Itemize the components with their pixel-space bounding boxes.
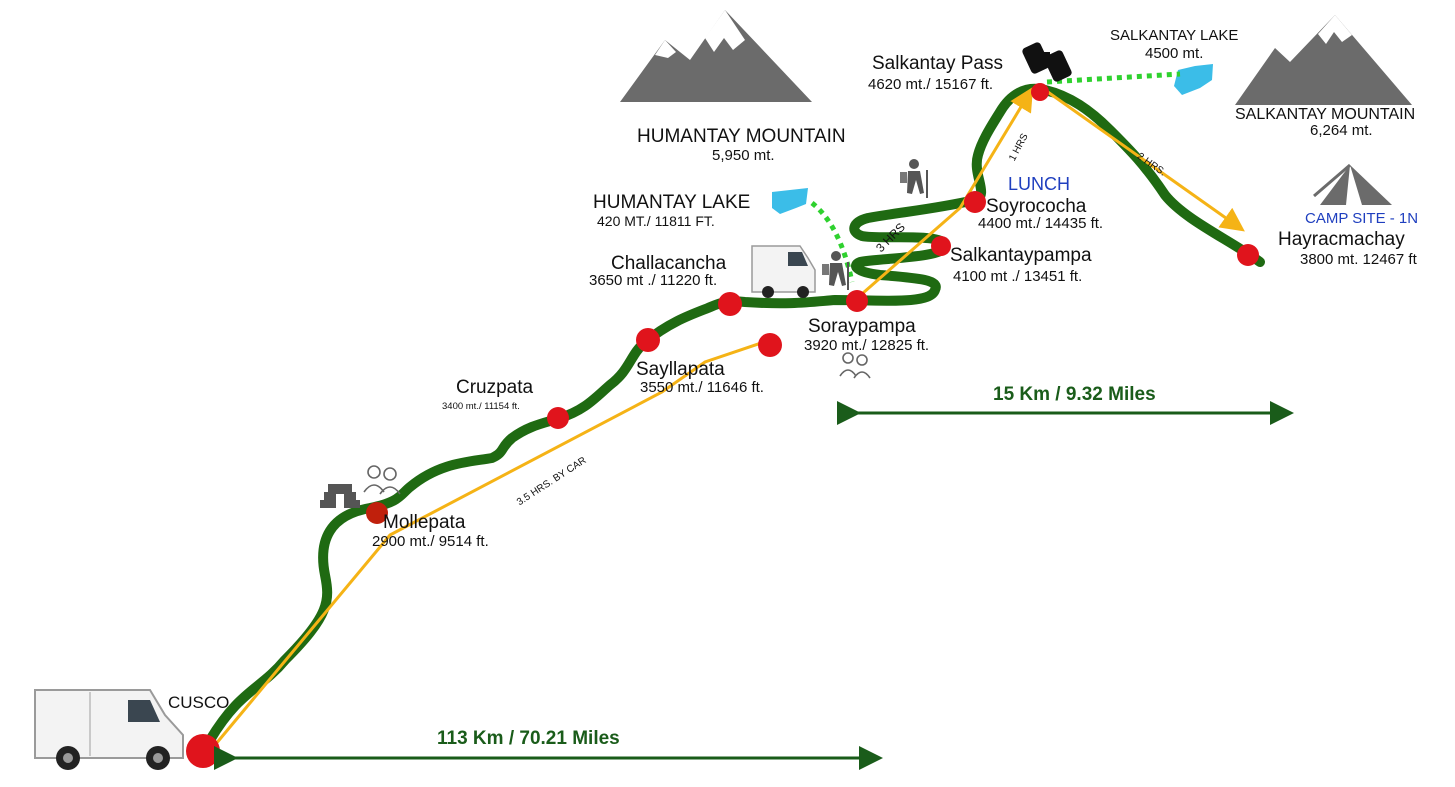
cruzpata-altitude: 3400 mt./ 11154 ft. xyxy=(442,401,520,412)
drive-distance-label: 113 Km / 70.21 Miles xyxy=(437,728,620,749)
stop-collpa[interactable] xyxy=(636,328,660,352)
salkantay-pass-altitude: 4620 mt./ 15167 ft. xyxy=(868,76,994,93)
salkantay-lake-detour xyxy=(1046,71,1181,85)
stop-cusco[interactable] xyxy=(186,734,220,768)
tent-icon xyxy=(1313,163,1392,205)
salkantay-mountain-name: SALKANTAY MOUNTAIN xyxy=(1235,106,1416,123)
salkantay-lake-name: SALKANTAY LAKE xyxy=(1110,27,1239,44)
stop-soraypampa[interactable] xyxy=(846,290,868,312)
stop-markers xyxy=(186,83,1259,768)
challacancha-name: Challacancha xyxy=(611,253,727,274)
stop-mollepata[interactable] xyxy=(366,502,388,524)
van-icon xyxy=(751,245,816,298)
tourists-icon xyxy=(839,352,871,379)
route-line xyxy=(213,86,1245,746)
stop-salkantaypampa[interactable] xyxy=(931,236,951,256)
mollepata-altitude: 2900 mt./ 9514 ft. xyxy=(372,533,489,550)
hayracmachay-altitude: 3800 mt. 12467 ft xyxy=(1300,251,1417,268)
trek-distance-label: 15 Km / 9.32 Miles xyxy=(993,384,1156,405)
hiker-icon xyxy=(822,251,849,290)
cruzpata-name: Cruzpata xyxy=(456,377,534,398)
stop-sayllapata[interactable] xyxy=(758,333,782,357)
humantay-lake-altitude: 420 MT./ 11811 FT. xyxy=(597,213,715,229)
humantay-mountain-name: HUMANTAY MOUNTAIN xyxy=(637,126,846,147)
mountain-icon xyxy=(620,10,812,102)
challacancha-altitude: 3650 mt ./ 11220 ft. xyxy=(589,272,718,289)
cusco-name: CUSCO xyxy=(168,693,230,712)
soyrococha-altitude: 4400 mt./ 14435 ft. xyxy=(978,215,1104,232)
binoculars-icon xyxy=(1022,42,1072,82)
lake-icon xyxy=(1174,64,1213,95)
stop-hayracmachay[interactable] xyxy=(1237,244,1259,266)
hayracmachay-name: Hayracmachay xyxy=(1278,229,1405,250)
soraypampa-altitude: 3920 mt./ 12825 ft. xyxy=(804,337,930,354)
sayllapata-altitude: 3550 mt./ 11646 ft. xyxy=(640,379,764,396)
mollepata-name: Mollepata xyxy=(383,512,466,533)
trail-line xyxy=(205,83,1265,745)
salkantay-mountain-altitude: 6,264 mt. xyxy=(1310,122,1373,139)
stop-soyrococha[interactable] xyxy=(964,191,986,213)
humantay-lake-name: HUMANTAY LAKE xyxy=(593,192,751,213)
salkantaypampa-altitude: 4100 mt ./ 13451 ft. xyxy=(953,268,1083,285)
lunch-note: LUNCH xyxy=(1008,174,1071,194)
humantay-mountain-altitude: 5,950 mt. xyxy=(712,147,775,164)
stop-challacancha[interactable] xyxy=(718,292,742,316)
mountain-icon xyxy=(1235,15,1412,105)
sayllapata-name: Sayllapata xyxy=(636,359,725,380)
ruins-icon xyxy=(320,484,360,508)
salkantay-lake-altitude: 4500 mt. xyxy=(1145,45,1204,62)
soraypampa-name: Soraypampa xyxy=(808,316,916,337)
soyrococha-name: Soyrococha xyxy=(986,196,1087,217)
lake-icon xyxy=(772,188,808,214)
stop-salkantay-pass[interactable] xyxy=(1031,83,1049,101)
camp-site-note: CAMP SITE - 1N xyxy=(1305,210,1419,227)
salkantaypampa-name: Salkantaypampa xyxy=(950,245,1092,266)
hiker-icon xyxy=(900,159,928,198)
salkantay-pass-name: Salkantay Pass xyxy=(872,53,1003,74)
van-icon xyxy=(34,689,184,770)
stop-cruzpata[interactable] xyxy=(547,407,569,429)
tourists-icon xyxy=(363,465,401,495)
